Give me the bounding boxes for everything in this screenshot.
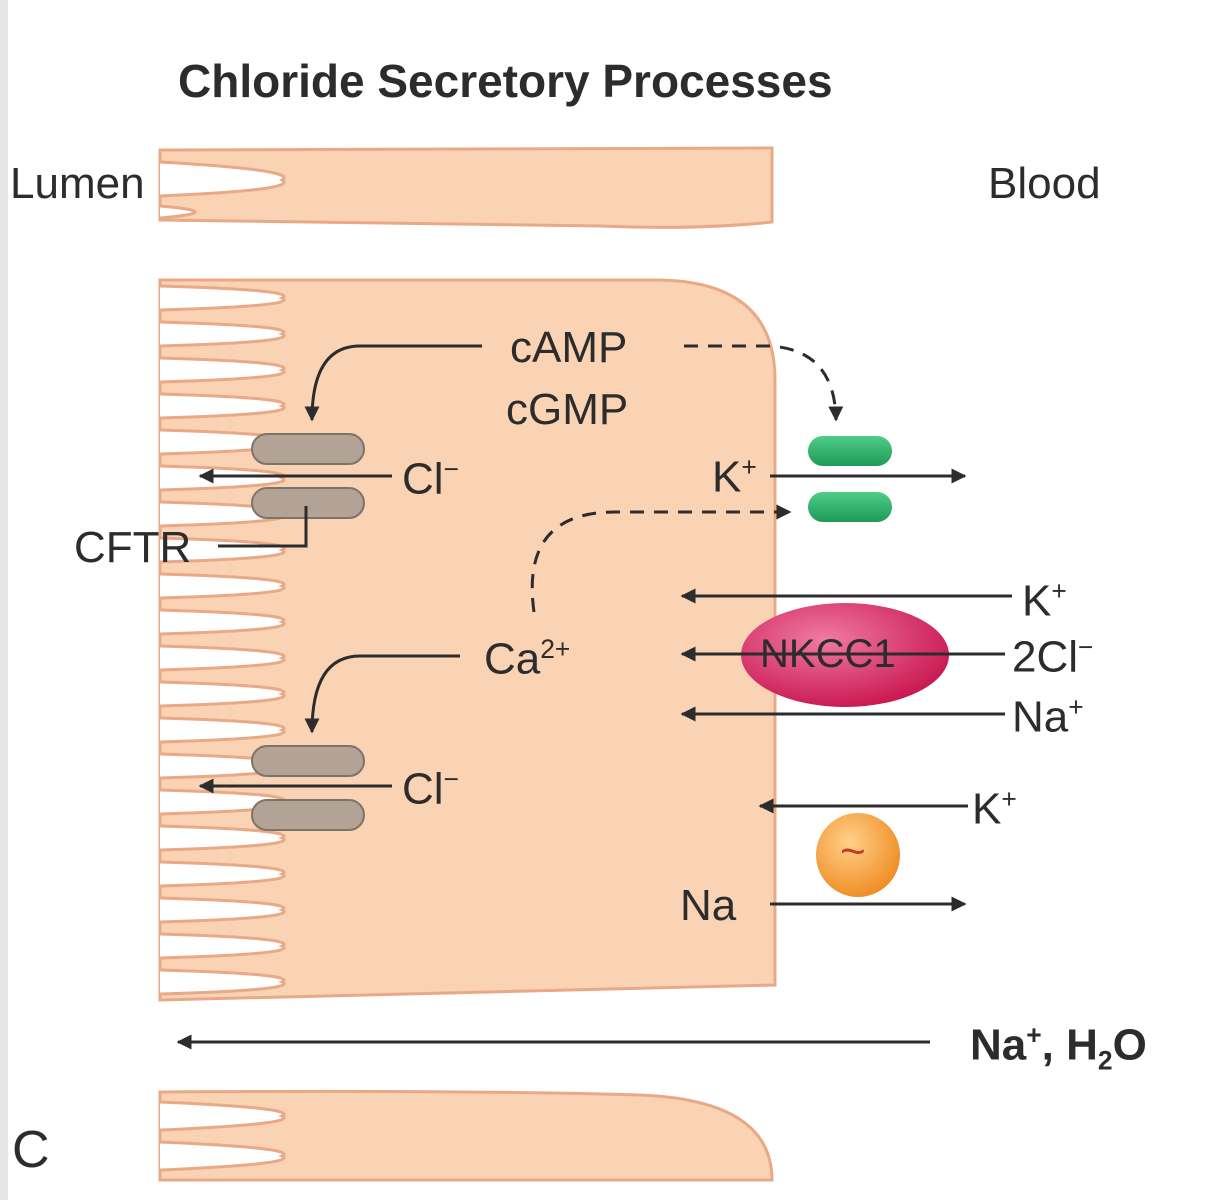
lower-cell — [158, 1089, 774, 1182]
microvillus — [159, 392, 286, 420]
microvillus — [159, 608, 286, 636]
pump-symbol: ~ — [840, 827, 866, 876]
upper-cell — [158, 146, 774, 229]
microvillus — [159, 284, 286, 312]
diagram-title: Chloride Secretory Processes — [178, 55, 833, 107]
microvillus — [159, 644, 286, 672]
k-channel-bottom — [808, 492, 892, 522]
microvillus — [159, 680, 286, 708]
cftr-channel-upper-bottom — [251, 487, 365, 519]
microvillus — [159, 932, 286, 960]
microvillus — [159, 320, 286, 348]
pump-k-label: K+ — [972, 784, 1017, 834]
microvillus — [159, 572, 286, 600]
blood-label: Blood — [988, 159, 1101, 208]
cgmp-label: cGMP — [506, 385, 629, 434]
cftr-label: CFTR — [74, 523, 192, 572]
paracellular-label: Na+, H2O — [970, 1020, 1147, 1076]
k-channel-ion-label: K+ — [712, 452, 757, 502]
microvillus — [159, 464, 286, 492]
cftr-label-connector — [218, 506, 308, 548]
chloride-label-lower: Cl− — [402, 764, 459, 814]
calcium-to-cl-channel-arrow — [304, 654, 460, 734]
microvillus — [159, 824, 286, 852]
cl-channel-lower-bottom — [251, 799, 365, 831]
microvillus — [159, 536, 286, 564]
calcium-to-k-channel-dashed-arrow — [530, 504, 792, 613]
pump-na-label: Na — [680, 881, 737, 930]
nkcc1-label: NKCC1 — [760, 632, 896, 676]
microvillus — [159, 896, 286, 924]
microvillus — [159, 716, 286, 744]
chloride-label-upper: Cl− — [402, 454, 459, 504]
k-channel-top — [808, 436, 892, 466]
upper-cell-microvillus — [159, 160, 286, 198]
nkcc1-ion-na: Na+ — [1012, 692, 1084, 742]
camp-label: cAMP — [510, 323, 628, 372]
cl-channel-lower-top — [251, 745, 365, 777]
calcium-label: Ca2+ — [484, 634, 571, 684]
cftr-channel-upper-top — [251, 433, 365, 465]
nkcc1-ion-k: K+ — [1022, 576, 1067, 626]
lumen-label: Lumen — [10, 159, 145, 208]
microvillus — [159, 356, 286, 384]
microvillus — [159, 860, 286, 888]
camp-to-k-channel-dashed-arrow — [684, 344, 844, 422]
panel-letter: C — [12, 1121, 50, 1179]
microvillus — [159, 968, 286, 996]
nkcc1-ion-2cl: 2Cl− — [1012, 632, 1094, 682]
camp-to-cftr-arrow — [304, 344, 482, 422]
na-k-pump — [816, 813, 900, 897]
